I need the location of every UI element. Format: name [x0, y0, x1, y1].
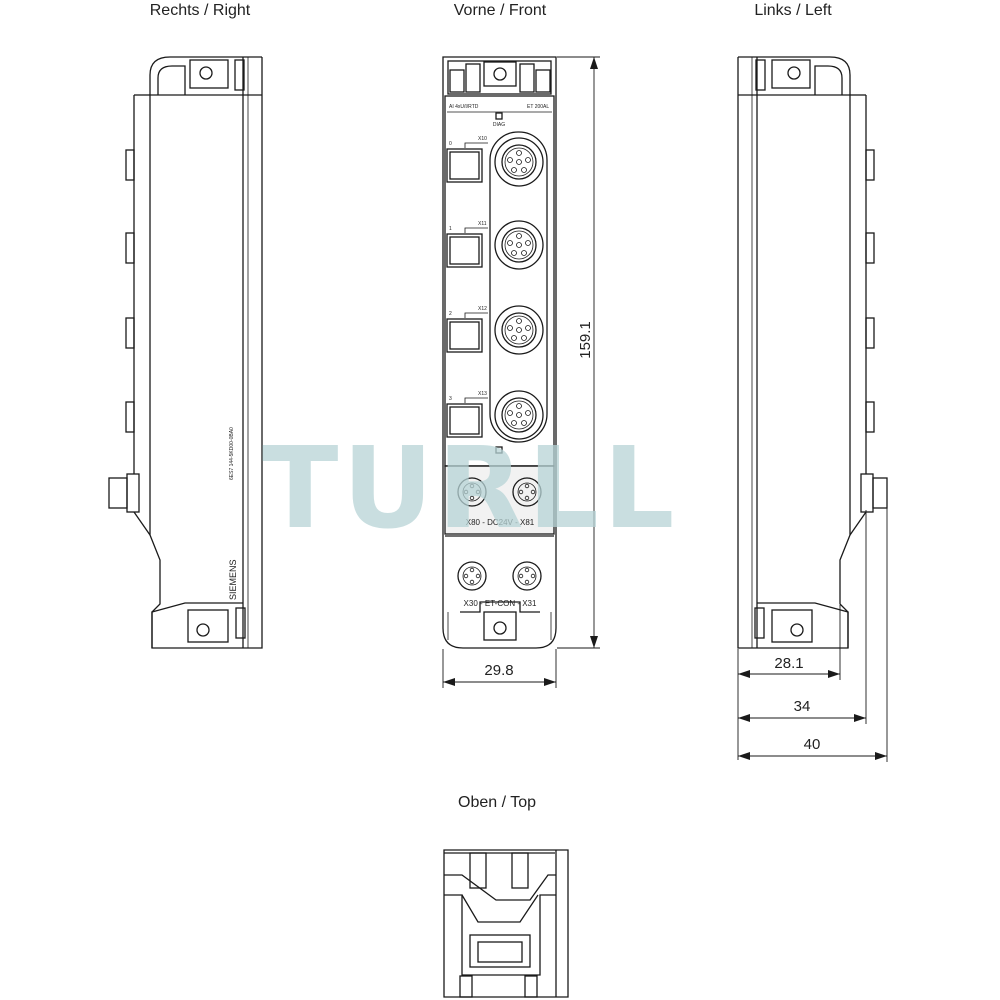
connector-label: X12	[478, 306, 487, 312]
m12-socket-x11	[494, 220, 544, 270]
module-type-label: AI 4xU/I/RTD	[449, 104, 479, 110]
view-title-left: Links / Left	[754, 2, 832, 19]
dimension-front-width-value: 29.8	[484, 662, 513, 679]
dimension-depth-1-value: 28.1	[774, 655, 803, 672]
diag-led	[495, 112, 503, 120]
dimension-depth-2: 34	[738, 510, 867, 724]
left-side-view	[737, 56, 888, 649]
channel-number: 0	[449, 141, 452, 147]
dimension-height: 159.1	[557, 56, 600, 649]
power-connector-label: X80 - DC24V - X81	[466, 518, 535, 527]
right-side-view: 6ES7 144-5KD00-0BA0 SIEMENS	[108, 56, 263, 649]
channel-row-2: 2 X12	[446, 306, 488, 353]
channel-number: 2	[449, 311, 452, 317]
channel-number: 3	[449, 396, 452, 402]
bus-connector-x30	[457, 561, 487, 591]
view-title-top: Oben / Top	[458, 794, 536, 811]
bus-connector-x31	[512, 561, 542, 591]
connector-label: X13	[478, 391, 487, 397]
top-view	[443, 849, 569, 998]
dimension-depth-3-value: 40	[804, 736, 821, 753]
article-number-label: 6ES7 144-5KD00-0BA0	[229, 427, 235, 480]
diag-label: DIAG	[493, 122, 505, 128]
channel-row-3: 3 X13	[446, 391, 488, 438]
status-led	[495, 446, 503, 454]
view-title-front: Vorne / Front	[454, 2, 547, 19]
channel-row-0: 0 X10	[446, 136, 488, 183]
dimension-depth-1: 28.1	[737, 605, 841, 760]
connector-label: X10	[478, 136, 487, 142]
watermark: TURLL	[262, 424, 678, 554]
bus-connector-label: X30 - ET-CON - X31	[464, 599, 537, 608]
front-view: AI 4xU/I/RTD ET 200AL DIAG 0 X10 1 X11 2…	[442, 56, 557, 649]
dimension-depth-3: 40	[738, 508, 888, 762]
m12-socket-x13	[494, 390, 544, 440]
power-connector-x81	[512, 477, 542, 507]
channel-row-1: 1 X11	[446, 221, 488, 268]
dimension-height-value: 159.1	[577, 321, 594, 359]
family-label: ET 200AL	[527, 104, 549, 110]
channel-number: 1	[449, 226, 452, 232]
dimension-depth-2-value: 34	[794, 698, 811, 715]
dimension-front-width: 29.8	[442, 649, 557, 688]
brand-label: SIEMENS	[228, 559, 238, 600]
power-connector-x80	[457, 477, 487, 507]
m12-socket-x12	[494, 305, 544, 355]
connector-label: X11	[478, 221, 487, 227]
view-title-right: Rechts / Right	[150, 2, 251, 19]
m12-socket-x10	[494, 137, 544, 187]
